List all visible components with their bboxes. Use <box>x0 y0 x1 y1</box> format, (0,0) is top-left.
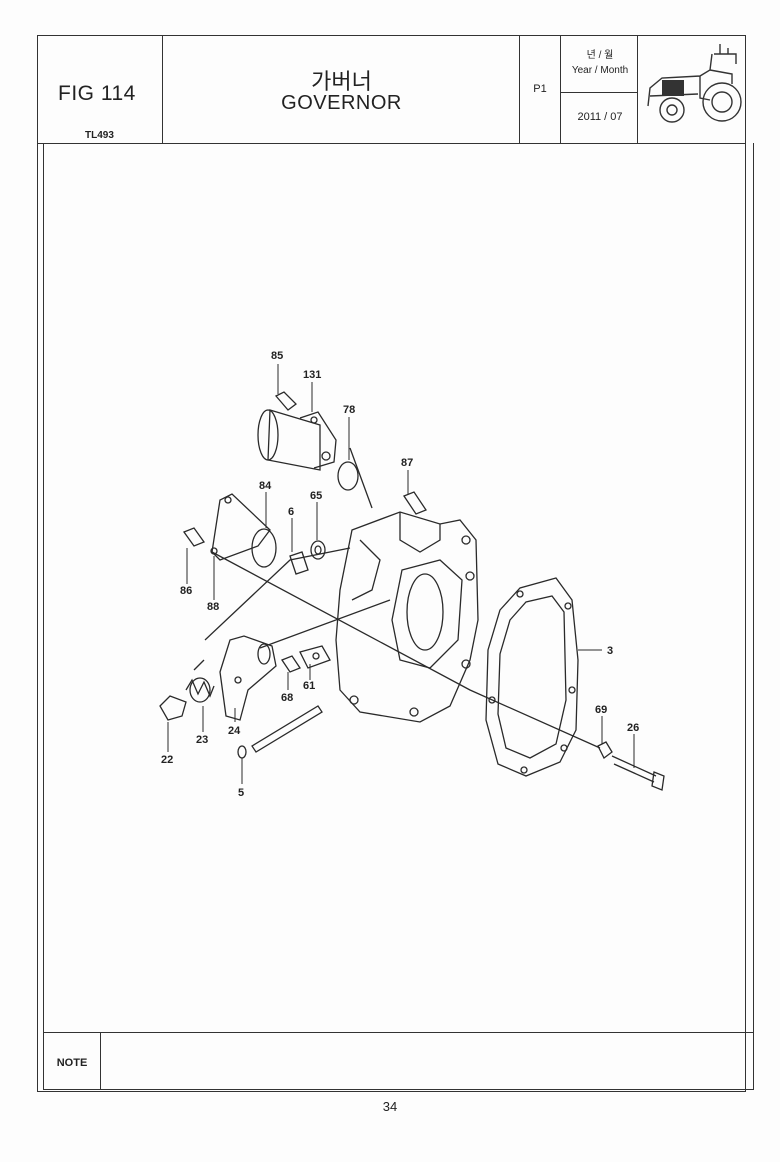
note-box <box>43 1032 754 1090</box>
page-code: P1 <box>533 83 547 95</box>
page-frame <box>37 35 746 1092</box>
callout-84: 84 <box>259 480 272 492</box>
callout-69: 69 <box>595 704 607 716</box>
callout-26: 26 <box>627 722 639 734</box>
callout-78: 78 <box>343 404 355 416</box>
callout-86: 86 <box>180 585 192 597</box>
callout-88: 88 <box>207 601 219 613</box>
year-month-label-korean: 년 / 월 <box>586 50 614 61</box>
header-divider-4 <box>637 35 638 143</box>
tractor-illustration <box>647 44 742 123</box>
callout-68: 68 <box>281 692 293 704</box>
year-month-label-english: Year / Month <box>571 65 629 76</box>
callout-87: 87 <box>401 457 413 469</box>
callout-5: 5 <box>238 787 244 799</box>
note-divider <box>100 1032 101 1090</box>
header-divider-1 <box>162 35 163 143</box>
callout-85: 85 <box>271 350 283 362</box>
callout-24: 24 <box>228 725 241 737</box>
callout-61: 61 <box>303 680 315 692</box>
page-number: 34 <box>382 1099 398 1114</box>
header-bottom-line <box>37 143 746 144</box>
year-month-value: 2011 / 07 <box>577 111 623 123</box>
callout-131: 131 <box>303 369 321 381</box>
title-korean: 가버너 <box>311 69 372 94</box>
header-divider-2 <box>519 35 520 143</box>
callout-22: 22 <box>161 754 173 766</box>
header-divider-3 <box>560 35 561 143</box>
callout-3: 3 <box>607 645 613 657</box>
title-english: GOVERNOR <box>281 92 402 114</box>
year-month-divider <box>560 92 637 93</box>
callout-65: 65 <box>310 490 322 502</box>
note-label: NOTE <box>56 1057 88 1069</box>
callout-6: 6 <box>288 506 294 518</box>
model-code: TL493 <box>85 130 114 141</box>
callout-23: 23 <box>196 734 208 746</box>
figure-number: FIG 114 <box>58 82 136 105</box>
note-text <box>104 1040 744 1080</box>
